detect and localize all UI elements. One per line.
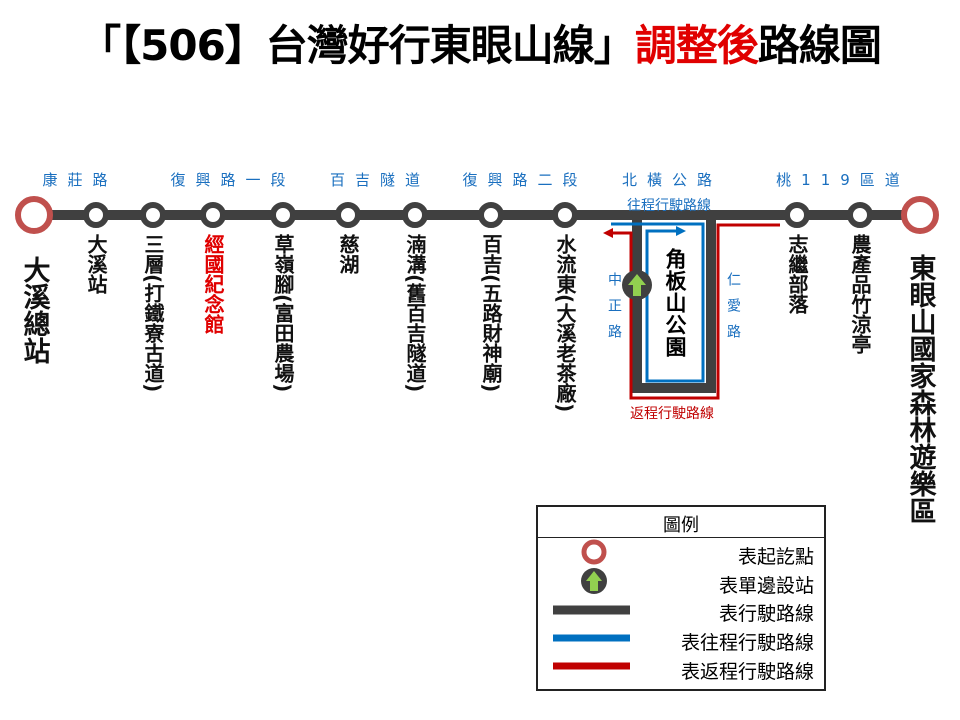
stop-icon bbox=[402, 202, 428, 228]
end-terminal-label: 東眼山國家森林遊樂區 bbox=[904, 254, 936, 524]
station-label: 三層(打鐵寮古道) bbox=[141, 234, 165, 393]
stop-icon bbox=[200, 202, 226, 228]
station-label: 百吉(五路財神廟) bbox=[479, 234, 503, 393]
return-arrow-icon bbox=[603, 228, 613, 238]
legend-terminal-icon bbox=[581, 539, 607, 565]
legend-item: 表往程行駛路線 bbox=[538, 626, 824, 654]
station-label: 湳溝(舊百吉隧道) bbox=[403, 234, 427, 393]
legend-label: 表單邊設站 bbox=[718, 575, 814, 597]
stop-icon bbox=[847, 202, 873, 228]
legend-item: 表起訖點 bbox=[538, 540, 824, 568]
legend-item: 表行駛路線 bbox=[538, 597, 824, 625]
legend-label: 表起訖點 bbox=[737, 546, 814, 568]
station-label: 農產品竹涼亭 bbox=[848, 234, 872, 354]
outbound-arrow-icon bbox=[676, 226, 686, 236]
road-label: 復興路一段 bbox=[170, 171, 296, 189]
title-adjusted: 調整後 bbox=[634, 21, 759, 70]
legend: 圖例 表起訖點 表單邊設站 表行駛路線 表往程行駛路線 表返程行駛路線 bbox=[536, 505, 826, 691]
up-arrow-icon bbox=[628, 274, 646, 296]
station-label: 慈湖 bbox=[336, 234, 360, 274]
stop-icon bbox=[140, 202, 166, 228]
road-label: 百吉隧道 bbox=[329, 171, 431, 189]
page-title: 「【506】台灣好行東眼山線」調整後路線圖 bbox=[0, 12, 960, 73]
station-label-highlighted: 經國紀念館 bbox=[201, 234, 225, 334]
stop-markers bbox=[83, 202, 873, 228]
outbound-label: 往程行駛路線 bbox=[627, 198, 711, 214]
legend-label: 表往程行駛路線 bbox=[680, 632, 814, 654]
stop-icon bbox=[270, 202, 296, 228]
start-terminal-icon bbox=[15, 196, 53, 234]
road-label: 北橫公路 bbox=[621, 171, 723, 189]
legend-title: 圖例 bbox=[538, 511, 824, 538]
right-road-label: 仁愛路 bbox=[725, 272, 741, 350]
return-label: 返程行駛路線 bbox=[630, 406, 714, 422]
legend-item: 表返程行駛路線 bbox=[538, 655, 824, 683]
title-map: 路線圖 bbox=[757, 21, 882, 70]
return-line bbox=[610, 223, 780, 400]
station-label: 水流東(大溪老茶廠) bbox=[553, 234, 577, 413]
stop-icon bbox=[83, 202, 109, 228]
loop-route-line bbox=[632, 215, 716, 393]
outbound-line bbox=[611, 222, 705, 383]
park-label: 角板山公園 bbox=[663, 248, 687, 358]
road-label: 復興路二段 bbox=[462, 171, 588, 189]
legend-label: 表行駛路線 bbox=[718, 603, 814, 625]
legend-item: 表單邊設站 bbox=[538, 569, 824, 597]
road-label: 康莊路 bbox=[42, 171, 118, 189]
stop-icon bbox=[552, 202, 578, 228]
title-route: 「【506】台灣好行東眼山線」 bbox=[79, 21, 636, 70]
legend-label: 表返程行駛路線 bbox=[680, 661, 814, 683]
station-label: 草嶺腳(富田農場) bbox=[271, 234, 295, 393]
left-road-label: 中正路 bbox=[606, 272, 622, 350]
start-terminal-label: 大溪總站 bbox=[18, 256, 50, 364]
road-label: 桃119區道 bbox=[776, 171, 910, 189]
legend-up-arrow-icon bbox=[586, 571, 602, 591]
stop-icon bbox=[784, 202, 810, 228]
station-label: 志繼部落 bbox=[785, 234, 809, 314]
stop-icon bbox=[335, 202, 361, 228]
stop-icon bbox=[478, 202, 504, 228]
end-terminal-icon bbox=[901, 196, 939, 234]
station-label: 大溪站 bbox=[84, 234, 108, 294]
